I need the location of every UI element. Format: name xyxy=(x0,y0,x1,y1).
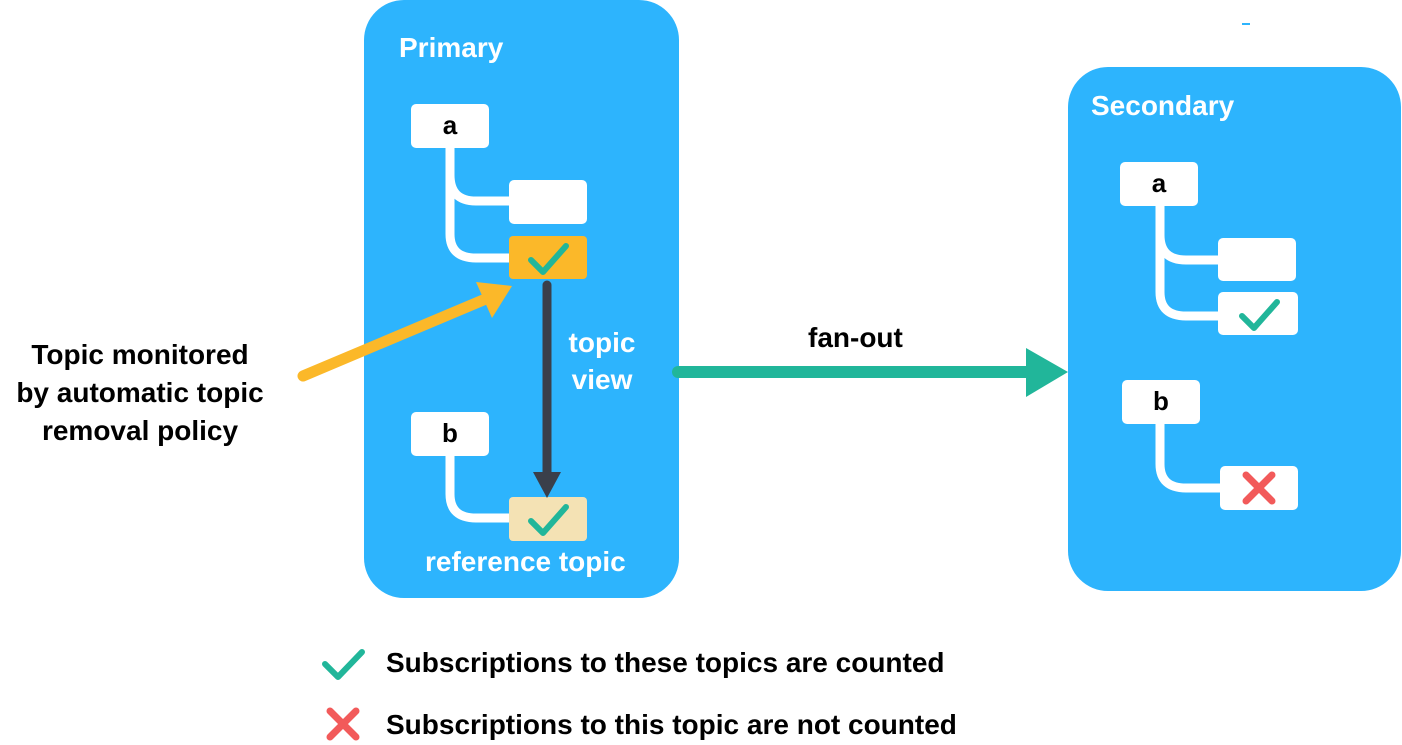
check-icon xyxy=(1239,299,1280,331)
primary-node-a-label: a xyxy=(442,110,458,140)
callout-text: Topic monitored by automatic topic remov… xyxy=(0,336,280,450)
primary-node-b xyxy=(411,412,489,456)
secondary-branch-a-child1 xyxy=(1155,201,1225,265)
legend-check-icon xyxy=(322,649,365,680)
legend-cross-icon xyxy=(326,707,360,741)
callout-arrow xyxy=(297,282,512,382)
secondary-branch-b-child xyxy=(1155,419,1225,493)
legend-counted-text: Subscriptions to these topics are counte… xyxy=(386,647,945,678)
primary-branch-b-child xyxy=(445,451,515,523)
secondary-node-a xyxy=(1120,162,1198,206)
callout-line1: Topic monitored xyxy=(31,339,249,370)
primary-branch-a-child2 xyxy=(445,143,515,263)
secondary-node-b xyxy=(1122,380,1200,424)
secondary-node-a-child-empty xyxy=(1218,238,1296,281)
secondary-node-b-label: b xyxy=(1153,386,1169,416)
fanout-arrow xyxy=(672,348,1068,397)
primary-node-a-child-empty xyxy=(509,180,587,224)
topic-view-line2: view xyxy=(571,364,633,395)
primary-tree-branches xyxy=(445,143,515,523)
callout-line2: by automatic topic xyxy=(16,377,264,408)
topic-view-label: topic view xyxy=(560,324,644,398)
check-icon xyxy=(528,243,569,275)
secondary-node-a-label: a xyxy=(1151,168,1167,198)
topic-view-arrow xyxy=(533,280,561,498)
reference-topic-label: reference topic xyxy=(425,546,626,577)
topic-view-line1: topic xyxy=(568,327,636,358)
primary-reference-topic xyxy=(509,497,587,541)
primary-node-b-label: b xyxy=(442,418,458,448)
secondary-branch-a-child2 xyxy=(1155,201,1225,321)
primary-branch-a-child1 xyxy=(445,143,515,206)
secondary-title: Secondary xyxy=(1091,90,1235,121)
cross-icon xyxy=(1242,471,1276,505)
fanout-label: fan-out xyxy=(808,322,903,353)
check-icon xyxy=(528,504,569,536)
secondary-tree-branches xyxy=(1155,201,1225,493)
primary-node-a xyxy=(411,104,489,148)
legend-not-counted-text: Subscriptions to this topic are not coun… xyxy=(386,709,957,740)
secondary-node-a-child-checked xyxy=(1218,292,1298,335)
primary-monitored-topic xyxy=(509,236,587,279)
callout-line3: removal policy xyxy=(41,415,239,446)
primary-title: Primary xyxy=(399,32,504,63)
